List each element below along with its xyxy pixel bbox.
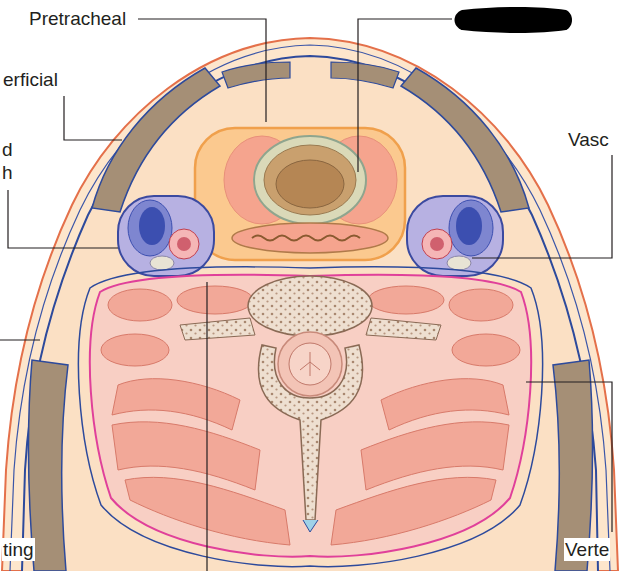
- leader-line: [472, 155, 612, 258]
- leader-lines: [0, 19, 612, 571]
- transverse-process: [180, 318, 255, 340]
- leader-line: [8, 190, 118, 248]
- leader-line: [0, 339, 40, 340]
- carotid-artery: [422, 229, 452, 259]
- superficial-fascia-line: [10, 45, 610, 571]
- internal-jugular-vein: [449, 200, 493, 256]
- internal-jugular-vein: [128, 200, 172, 256]
- leader-line: [206, 282, 207, 571]
- esophagus: [232, 223, 388, 253]
- trachea-cartilage: [264, 145, 356, 215]
- vertebra: [180, 276, 441, 532]
- longus-muscle: [368, 286, 444, 314]
- back-muscle: [331, 477, 496, 545]
- carotid-sheath: [407, 196, 503, 276]
- leader-line: [358, 19, 452, 172]
- vertebral-body: [248, 276, 372, 336]
- leader-line: [138, 19, 266, 122]
- artery-lumen: [177, 237, 191, 251]
- scalene-muscle: [449, 289, 513, 321]
- vagus-nerve: [447, 256, 471, 270]
- vein-lumen: [139, 207, 165, 245]
- structure-label: Vasc: [567, 128, 610, 151]
- artery-lumen: [430, 237, 444, 251]
- vein-lumen: [456, 207, 482, 245]
- spinal-cord: [289, 343, 331, 385]
- longus-muscle: [177, 286, 253, 314]
- infrahyoid-muscle: [331, 62, 399, 88]
- structure-label: erficial: [2, 68, 59, 91]
- structure-label: Verte: [564, 538, 610, 561]
- leader-line: [64, 96, 122, 140]
- scalene-muscle: [101, 334, 169, 366]
- transverse-process: [366, 318, 441, 340]
- structure-label: d h: [1, 138, 17, 184]
- esophagus-lumen: [252, 236, 360, 241]
- spinal-cord-fissure: [300, 352, 320, 376]
- carotid-artery: [169, 229, 199, 259]
- structure-label: ting: [2, 538, 35, 561]
- nuchal-ligament-mark: [303, 520, 318, 532]
- pretracheal-compartment: [195, 128, 405, 260]
- vertebral-fascia-outer: [78, 267, 542, 567]
- carotid-sheath-left: [118, 196, 214, 276]
- sternocleidomastoid-muscle: [401, 68, 529, 212]
- vertebral-arch: [258, 345, 362, 520]
- carotid-sheath-right: [407, 196, 503, 276]
- scalene-muscle: [108, 289, 172, 321]
- trachea-wall: [254, 136, 366, 224]
- spinal-canal: [278, 332, 342, 396]
- carotid-sheath: [118, 196, 214, 276]
- redaction-mark: [455, 7, 573, 33]
- leader-line: [526, 382, 612, 532]
- scalene-muscle: [452, 334, 520, 366]
- structure-label: Pretracheal: [28, 7, 127, 30]
- vagus-nerve: [150, 256, 174, 270]
- infrahyoid-muscle: [222, 62, 290, 88]
- trachea-lumen: [276, 160, 344, 208]
- prevertebral-compartment: [90, 275, 531, 557]
- skin-outline: [2, 38, 618, 571]
- investing-fascia-line: [22, 56, 598, 571]
